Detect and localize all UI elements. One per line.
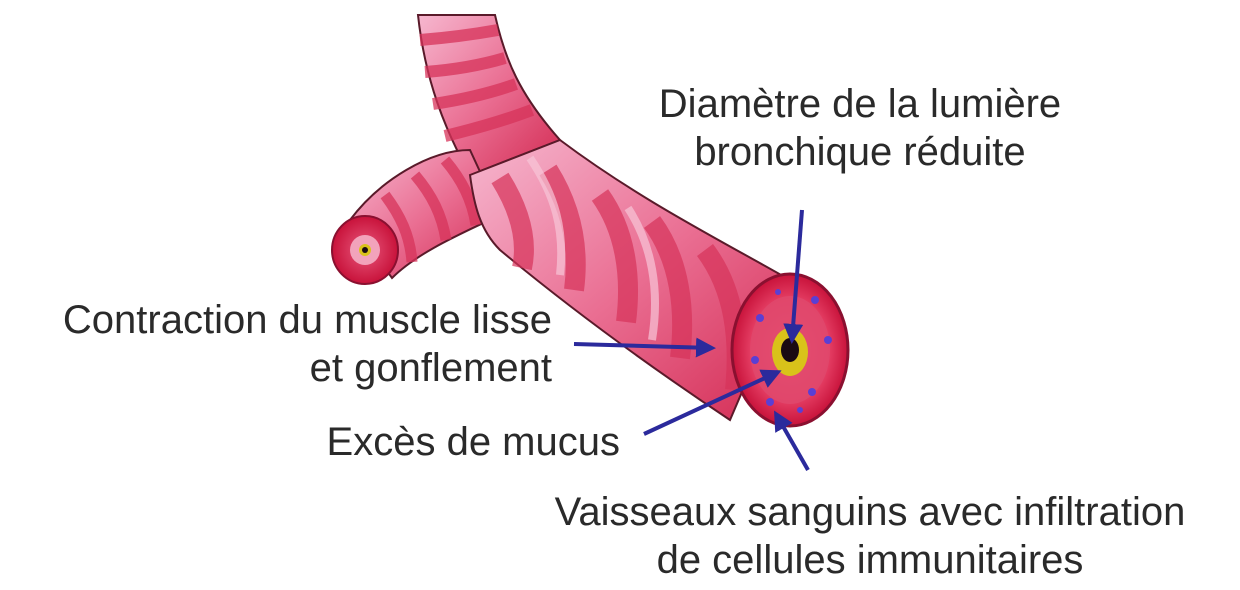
label-reduced-lumen: Diamètre de la lumière bronchique réduit… — [630, 80, 1090, 176]
label-blood-vessels-line1: Vaisseaux sanguins avec infiltration — [520, 488, 1220, 536]
label-reduced-lumen-line2: bronchique réduite — [630, 128, 1090, 176]
label-smooth-muscle-line2: et gonflement — [0, 344, 552, 392]
label-blood-vessels: Vaisseaux sanguins avec infiltration de … — [520, 488, 1220, 584]
small-branch — [332, 150, 500, 284]
label-excess-mucus: Excès de mucus — [262, 418, 620, 466]
label-excess-mucus-line1: Excès de mucus — [262, 418, 620, 466]
label-smooth-muscle-line1: Contraction du muscle lisse — [0, 296, 552, 344]
label-blood-vessels-line2: de cellules immunitaires — [520, 536, 1220, 584]
bronchus-cross-section — [732, 274, 848, 426]
reduced-lumen — [781, 338, 799, 362]
label-smooth-muscle: Contraction du muscle lisse et gonflemen… — [0, 296, 552, 392]
label-reduced-lumen-line1: Diamètre de la lumière — [630, 80, 1090, 128]
